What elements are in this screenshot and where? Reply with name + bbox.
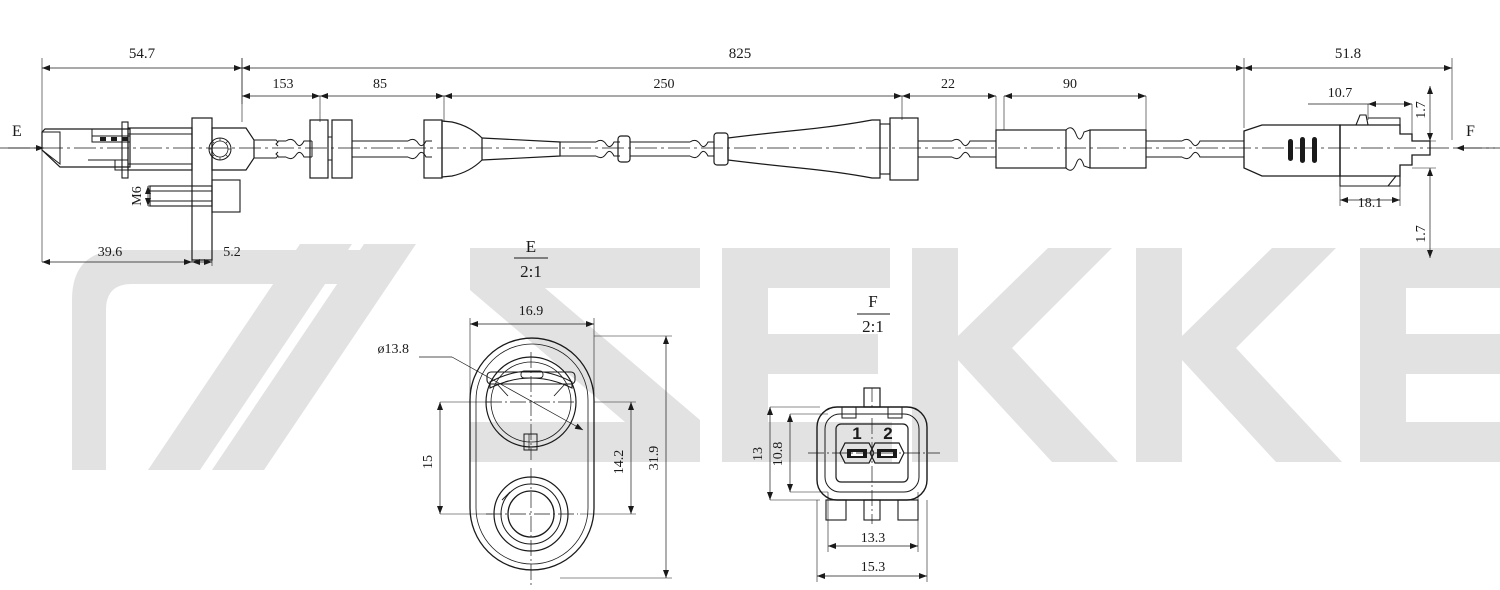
dim-15-label: 15 [421,455,436,469]
dim-51-8-label: 51.8 [1335,46,1361,62]
detail-f-letter: F [868,292,877,311]
dim-39-6-label: 39.6 [98,245,123,260]
dim-13-3-label: 13.3 [861,531,886,546]
dim-16-9-label: 16.9 [519,304,544,319]
dim-16-9: 16.9 [469,304,595,404]
dim-m6: M6 [130,185,158,207]
pin-2-label: 2 [883,424,892,443]
dim-10-8-label: 10.8 [771,442,786,467]
watermark-zekkert [72,244,1500,470]
detail-view-e: E 2:1 [378,237,672,588]
dim-13-label: 13 [751,447,766,461]
dim-14-2-label: 14.2 [612,450,627,475]
dim-13-3: 13.3 [827,492,919,552]
dim-15-3: 15.3 [816,500,928,582]
dim-22: 22 [902,77,997,130]
dim-m6-label: M6 [130,186,145,205]
dim-18-1-label: 18.1 [1358,196,1383,211]
dim-diameter-13-8-label: ø13.8 [378,342,410,357]
view-marker-e-label: E [12,123,22,140]
dim-13: 13 [751,406,820,501]
view-marker-f: F [1456,123,1500,151]
dim-90-label: 90 [1063,77,1077,92]
dim-85: 85 [320,77,445,122]
dim-1-7-top-label: 1.7 [1414,101,1429,119]
dim-1-7-bottom: 1.7 [1412,167,1436,258]
dim-31-9-label: 31.9 [647,446,662,471]
dim-1-7-top: 1.7 [1412,86,1436,142]
dim-10-8: 10.8 [771,413,828,493]
view-marker-f-label: F [1466,123,1475,140]
dim-54-7: 54.7 [41,46,243,262]
detail-view-f: F 2:1 1 2 [751,292,940,582]
dim-15: 15 [421,401,492,515]
dim-10-7-label: 10.7 [1328,86,1353,101]
dim-51-8: 51.8 [1244,46,1453,140]
dim-5-2: 5.2 [192,212,241,266]
dim-22-label: 22 [941,77,955,92]
dim-18-1: 18.1 [1339,186,1401,211]
dim-10-7: 10.7 [1308,86,1413,140]
detail-f-scale: 2:1 [862,317,884,336]
pin-1-label: 1 [852,424,861,443]
dim-5-2-label: 5.2 [223,245,241,260]
detail-e-letter: E [526,237,536,256]
dim-250-label: 250 [654,77,675,92]
detail-e-scale: 2:1 [520,262,542,281]
dim-153: 153 [241,68,321,122]
dim-90: 90 [1003,77,1147,130]
connector-housing [1243,114,1431,187]
dim-39-6: 39.6 [42,212,193,265]
sensor-head [41,117,279,261]
dim-85-label: 85 [373,77,387,92]
dim-1-7-bottom-label: 1.7 [1414,225,1429,243]
dim-14-2: 14.2 [580,401,636,515]
dim-54-7-label: 54.7 [129,46,156,62]
dim-15-3-label: 15.3 [861,560,886,575]
dim-diameter-13-8: ø13.8 [378,342,584,431]
dim-825: 825 [241,46,1245,128]
dim-153-label: 153 [273,77,294,92]
dim-825-label: 825 [729,46,752,62]
dim-31-9: 31.9 [560,335,672,579]
cable-assembly [278,117,1244,181]
dim-250: 250 [444,77,903,120]
view-marker-e: E [0,123,44,151]
